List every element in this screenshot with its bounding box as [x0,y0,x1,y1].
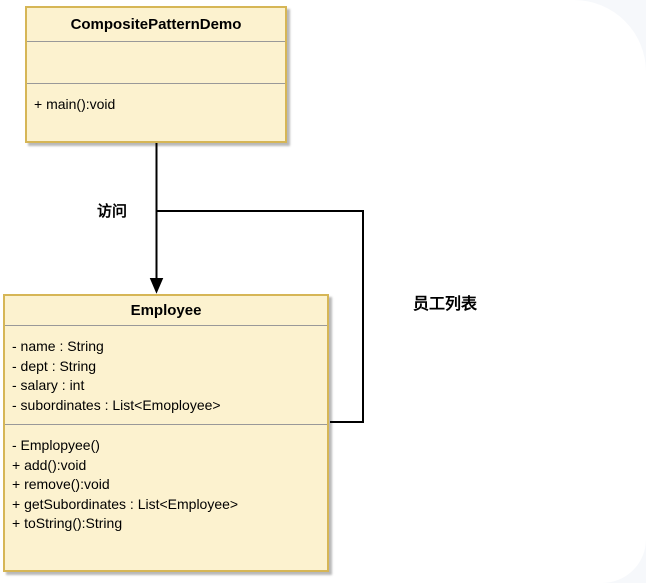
class-box-employee: Employee - name : String- dept : String-… [3,294,329,572]
class-member: - Emplopyee() [12,437,100,453]
class-attributes-section [27,42,285,84]
class-member: + remove():void [12,476,110,492]
class-title: Employee [5,296,327,326]
edge-label-employee-list: 员工列表 [413,296,478,313]
class-member: - dept : String [12,357,97,374]
class-member: + getSubordinates : List<Employee> [12,495,239,512]
class-member: - salary : int [12,377,85,393]
class-member: + toString():String [12,515,123,531]
class-methods-section: + main():void [27,84,285,141]
class-member: + main():void [34,96,116,112]
class-member: - subordinates : List<Emoployee> [12,396,221,413]
class-member: - name : String [12,338,104,354]
arrow-head-icon [149,278,164,294]
edge-label-access: 访问 [97,203,128,220]
class-member: + add():void [12,456,87,473]
class-methods-section: - Emplopyee() + add():void + remove():void… [5,425,327,570]
class-title: CompositePatternDemo [27,8,285,42]
class-box-compositepatterndemo: CompositePatternDemo + main():void [25,6,287,143]
class-attributes-section: - name : String - dept : String - salary :… [5,326,327,425]
